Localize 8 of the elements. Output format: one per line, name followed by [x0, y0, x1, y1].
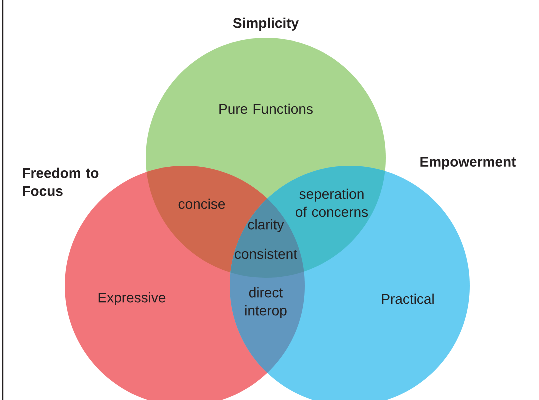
- overlap-label: consistent: [235, 248, 298, 260]
- node-label: Focus: [23, 186, 63, 196]
- overlap-label: direct interop: [246, 287, 287, 319]
- overlap-label: clarity: [248, 219, 284, 233]
- overlap-label: seperation of concerns: [296, 188, 368, 218]
- overlap-label: concise: [178, 198, 226, 210]
- node-label: Empowerment: [420, 157, 516, 170]
- node-label: Simplicity: [233, 18, 300, 31]
